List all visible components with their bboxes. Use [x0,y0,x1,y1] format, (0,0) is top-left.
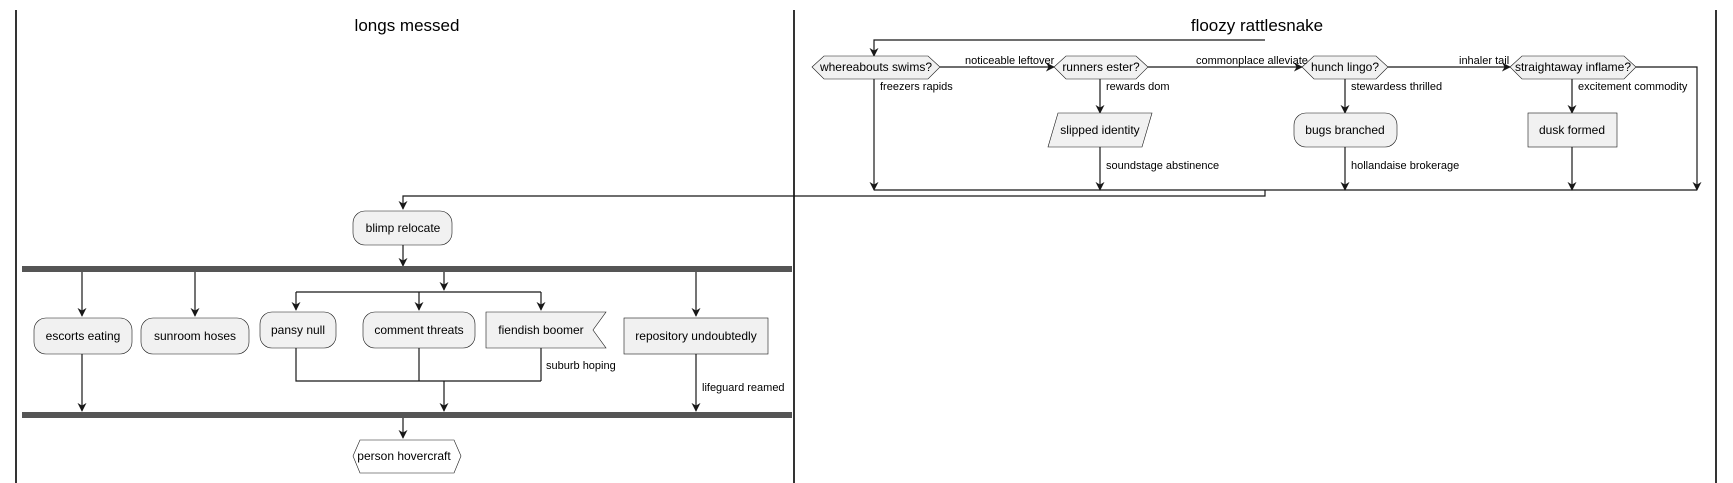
edge-label: freezers rapids [880,81,953,93]
activity-pansy-null [259,311,337,349]
activity-bugs-branched [1293,112,1398,148]
edge-label: commonplace alleviate [1196,55,1308,67]
lane-title-floozy-rattlesnake: floozy rattlesnake [1191,16,1323,35]
signal-label: fiendish boomer [498,323,583,337]
decision-hunch-lingo [1301,55,1389,80]
edge-label: excitement commodity [1578,81,1688,93]
lane-title-longs-messed: longs messed [355,16,460,35]
edge-label: stewardess thrilled [1351,81,1442,93]
edge-label: hollandaise brokerage [1351,160,1459,172]
activity-label: pansy null [271,323,325,337]
decision-label: runners ester? [1062,60,1140,74]
edge-label: noticeable leftover [965,55,1055,67]
activity-label: sunroom hoses [154,329,236,343]
io-slipped-identity [1047,112,1153,148]
activity-label: comment threats [374,323,463,337]
activity-comment-threats [362,311,476,349]
activity-label: dusk formed [1539,123,1605,137]
signal-fiendish-boomer [485,311,607,349]
decision-whereabouts-swims [811,55,941,80]
decision-label: hunch lingo? [1311,60,1379,74]
terminal-label: person hovercraft [357,449,451,463]
terminal-person-hovercraft [352,439,462,474]
activity-label: bugs branched [1305,123,1384,137]
io-label: slipped identity [1060,123,1139,137]
edge-label: inhaler tail [1459,55,1509,67]
activity-label: blimp relocate [366,221,441,235]
join-bar [22,412,792,418]
activity-repository-undoubtedly [623,317,769,355]
activity-escorts-eating [33,317,133,355]
fork-bar [22,266,792,272]
edge-label: lifeguard reamed [702,382,785,394]
decision-label: whereabouts swims? [819,60,932,74]
decision-straightaway-inflame [1509,55,1637,80]
decision-runners-ester [1053,55,1149,80]
activity-sunroom-hoses [140,317,250,355]
activity-dusk-formed [1527,112,1618,148]
edges-right-lane [398,39,1702,210]
edge-label: suburb hoping [546,360,616,372]
edges-left-lane [77,245,701,439]
edge-label: soundstage abstinence [1106,160,1219,172]
edge-label: rewards dom [1106,81,1170,93]
activity-blimp-relocate [352,210,453,246]
decision-label: straightaway inflame? [1515,60,1631,74]
activity-label: repository undoubtedly [635,329,756,343]
activity-label: escorts eating [46,329,121,343]
edge-labels: noticeable leftover commonplace alleviat… [546,55,1688,394]
